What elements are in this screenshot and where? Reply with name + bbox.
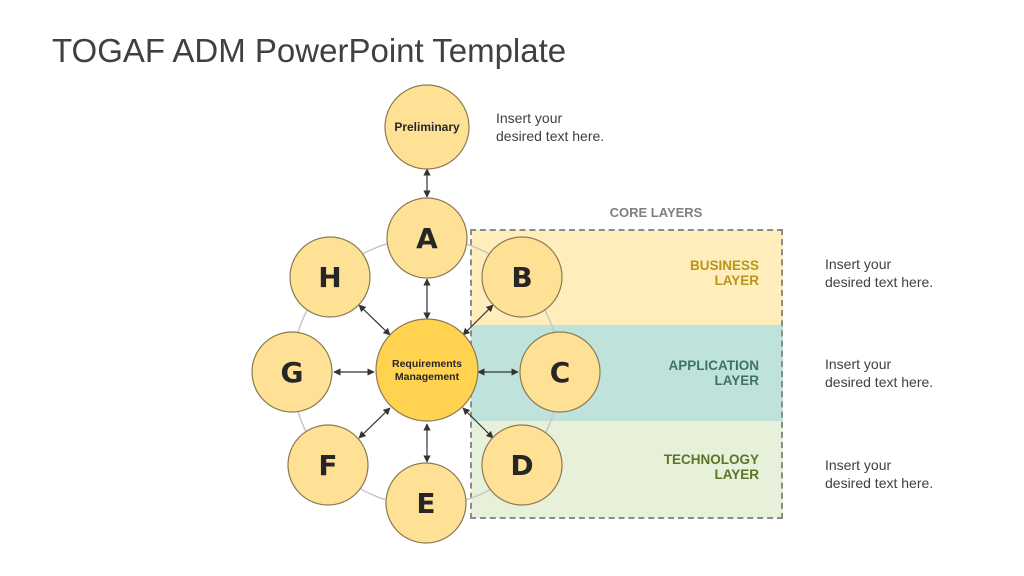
- arrow-h-center: [358, 304, 391, 336]
- note-technology: Insert your desired text here.: [825, 456, 933, 492]
- technology-layer-label: TECHNOLOGY LAYER: [599, 452, 759, 482]
- note-technology-line1: Insert your: [825, 457, 892, 473]
- note-preliminary-line1: Insert your: [496, 110, 563, 126]
- application-layer-label-line2: LAYER: [714, 373, 759, 388]
- core-layers-title: CORE LAYERS: [609, 205, 703, 220]
- phase-a: A: [386, 197, 468, 279]
- note-application: Insert your desired text here.: [825, 355, 933, 391]
- phase-c: C: [519, 331, 601, 413]
- phase-g: G: [251, 331, 333, 413]
- application-layer-label: APPLICATION LAYER: [599, 358, 760, 388]
- note-application-line1: Insert your: [825, 356, 892, 372]
- phase-d-label: D: [510, 449, 533, 482]
- phase-g-label: G: [281, 356, 304, 389]
- note-technology-line2: desired text here.: [825, 475, 934, 491]
- phase-h-label: H: [318, 261, 341, 294]
- phase-h: H: [289, 236, 371, 318]
- phase-preliminary: Preliminary: [384, 84, 470, 170]
- phase-e-label: E: [416, 487, 435, 520]
- business-layer-label-line2: LAYER: [714, 273, 759, 288]
- phase-preliminary-label: Preliminary: [394, 120, 460, 134]
- note-business-line1: Insert your: [825, 256, 892, 272]
- phase-f-label: F: [318, 449, 337, 482]
- note-application-line2: desired text here.: [825, 374, 934, 390]
- phase-f: F: [287, 424, 369, 506]
- phase-requirements-management: Requirements Management: [375, 318, 479, 422]
- arrow-f-center: [358, 407, 391, 439]
- phase-c-label: C: [550, 356, 571, 389]
- technology-layer-label-line1: TECHNOLOGY: [663, 452, 759, 467]
- center-label-line1: Requirements: [392, 358, 462, 370]
- note-business-line2: desired text here.: [825, 274, 934, 290]
- phase-d: D: [481, 424, 563, 506]
- phase-e: E: [385, 462, 467, 544]
- arrow-b-center: [462, 304, 494, 336]
- center-label-line2: Management: [395, 371, 460, 383]
- business-layer-label: BUSINESS LAYER: [599, 258, 759, 288]
- slide-title: TOGAF ADM PowerPoint Template: [52, 32, 567, 69]
- note-business: Insert your desired text here.: [825, 255, 933, 291]
- phase-a-label: A: [416, 222, 438, 255]
- business-layer-label-line1: BUSINESS: [689, 258, 759, 273]
- phase-b-label: B: [511, 261, 532, 294]
- arrow-d-center: [462, 407, 494, 439]
- note-preliminary: Insert your desired text here.: [496, 109, 604, 145]
- note-preliminary-line2: desired text here.: [496, 128, 605, 144]
- phase-b: B: [481, 236, 563, 318]
- application-layer-label-line1: APPLICATION: [668, 358, 760, 373]
- technology-layer-label-line2: LAYER: [714, 467, 759, 482]
